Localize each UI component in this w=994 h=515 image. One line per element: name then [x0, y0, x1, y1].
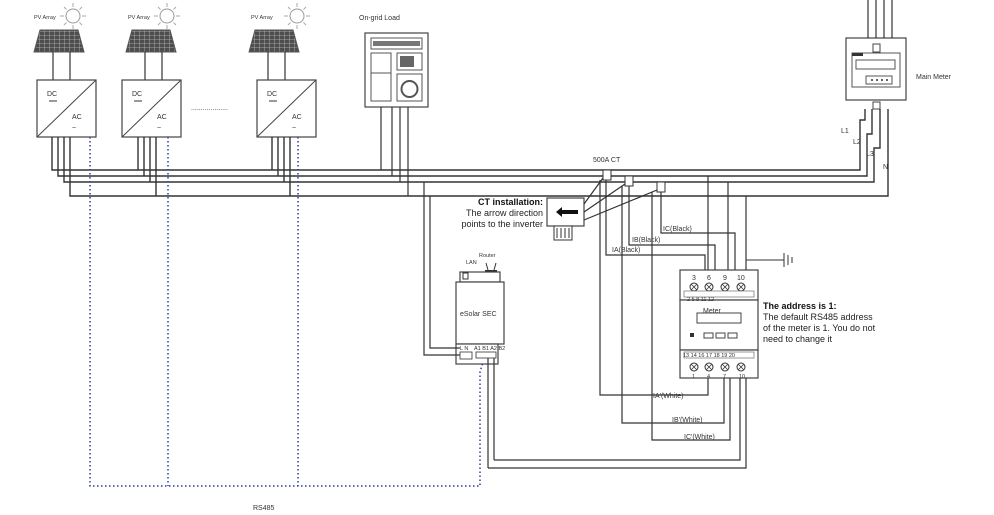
- ct-install-text: The arrow direction: [466, 208, 543, 218]
- inverter-ellipsis: ...................: [191, 105, 228, 112]
- meter-bottom-terminal-7: 7: [723, 374, 726, 380]
- esolar-rs-terminals: A1 B1 A2 B2: [474, 346, 505, 352]
- main-meter-label: Main Meter: [916, 74, 952, 81]
- sun-icon: [60, 3, 86, 29]
- ground-icon: [746, 253, 793, 267]
- meter-device: [679, 269, 759, 379]
- meter-terminal-9: 9: [723, 275, 727, 282]
- solar-panel-icon: [248, 29, 300, 53]
- inverter-box: DC AC ~: [121, 79, 182, 138]
- dc-label: DC: [267, 91, 277, 98]
- meter-bottom-terminal-1: 1: [692, 374, 695, 380]
- router-label: Router: [479, 253, 496, 259]
- load-title: On-grid Load: [359, 15, 400, 22]
- ct-install-text: points to the inverter: [461, 219, 543, 229]
- meter-terminal-10: 10: [737, 275, 745, 282]
- meter-name: Meter: [703, 308, 722, 315]
- inverter-box: DC AC ~: [256, 79, 317, 138]
- ct-wire-ia-label: IA(Black): [612, 247, 640, 254]
- solar-panel-icon: [125, 29, 177, 53]
- svg-text:~: ~: [72, 125, 76, 132]
- ac-label: AC: [157, 114, 167, 121]
- ct-clamp-icon: [602, 169, 666, 193]
- meter-bottom-terminal-10: 10: [739, 374, 745, 380]
- ct-title: 500A CT: [593, 157, 621, 164]
- ct-wire-ib-label: IB(Black): [632, 237, 660, 244]
- meter-bottom-small: 13 14 16 17 18 19 20: [683, 353, 735, 359]
- rs485-bus: [89, 137, 484, 487]
- meter-terminal-3: 3: [692, 275, 696, 282]
- ac-label: AC: [72, 114, 82, 121]
- ct-install-heading: CT installation:: [478, 197, 543, 207]
- pv-array-label: PV Array: [251, 15, 273, 21]
- meter-top-small: 2 5 8 11 12: [687, 297, 714, 303]
- l1-label: L1: [841, 128, 849, 135]
- lan-label: LAN: [466, 260, 477, 266]
- ct-wire-ic2-label: IC'(White): [684, 434, 715, 441]
- l2-label: L2: [853, 139, 861, 146]
- rs485-label: RS485: [253, 505, 275, 512]
- sun-icon: [154, 3, 180, 29]
- appliance-icon: [364, 32, 429, 108]
- pv-array-label: PV Array: [34, 15, 56, 21]
- dc-label: DC: [47, 91, 57, 98]
- meter-address-text: need to change it: [763, 334, 833, 344]
- meter-bottom-terminal-4: 4: [707, 374, 710, 380]
- meter-address-heading: The address is 1:: [763, 301, 837, 311]
- dc-label: DC: [132, 91, 142, 98]
- ct-wire-ic-label: IC(Black): [663, 226, 692, 233]
- ct-sensor-box: [546, 197, 585, 241]
- sun-icon: [284, 3, 310, 29]
- ct-wire-ib2-label: IB'(White): [672, 417, 703, 424]
- meter-address-text: The default RS485 address: [763, 312, 873, 322]
- solar-panel-icon: [33, 29, 85, 53]
- pv-array-label: PV Array: [128, 15, 150, 21]
- esolar-name: eSolar SEC: [460, 311, 497, 318]
- l3-label: L3: [866, 151, 874, 158]
- svg-text:~: ~: [292, 125, 296, 132]
- ct-wire-ia2-label: IA'(White): [653, 393, 684, 400]
- ac-bus-lines: [51, 109, 889, 197]
- main-meter-icon: [845, 37, 907, 110]
- inverter-box: DC AC ~: [36, 79, 97, 138]
- ac-label: AC: [292, 114, 302, 121]
- meter-address-text: of the meter is 1. You do not: [763, 323, 876, 333]
- meter-terminal-6: 6: [707, 275, 711, 282]
- n-label: N: [883, 164, 888, 171]
- esolar-power-terminals: L N: [460, 346, 468, 352]
- svg-text:~: ~: [157, 125, 161, 132]
